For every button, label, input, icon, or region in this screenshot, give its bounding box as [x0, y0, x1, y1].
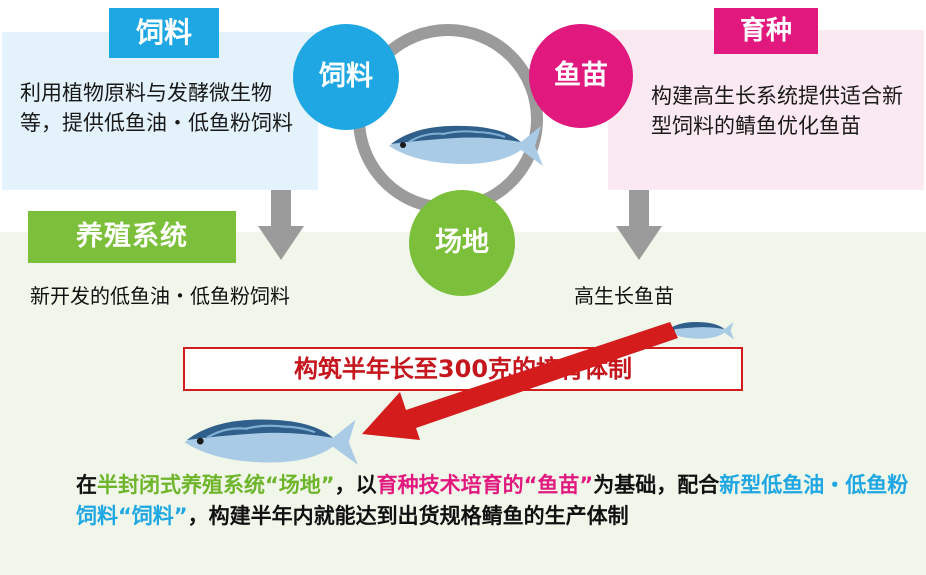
breeding-description: 构建高生长系统提供适合新型饲料的鲭鱼优化鱼苗: [651, 84, 903, 138]
mackerel-icon: [389, 125, 543, 166]
summary-highlight-site: 半封闭式养殖系统“场地”: [97, 473, 335, 497]
cycle-fry-node: 鱼苗: [529, 24, 633, 128]
summary-part-3: 为基础，配合: [593, 473, 720, 497]
feed-panel: [2, 32, 318, 190]
summary-part-2: ，以: [334, 473, 377, 497]
mackerel-icon: [666, 322, 735, 340]
breeding-tag: 育种: [714, 8, 818, 54]
feed-description: 利用植物原料与发酵微生物等，提供低鱼油・低鱼粉饲料: [20, 81, 293, 135]
summary-text: 在半封闭式养殖系统“场地”，以育种技术培育的“鱼苗”为基础，配合新型低鱼油・低鱼…: [76, 470, 916, 532]
summary-part-4: ，构建半年内就能达到出货规格鲭鱼的生产体制: [187, 504, 629, 528]
down-arrow-icon: [616, 190, 662, 260]
breeding-panel: [608, 30, 924, 190]
mackerel-icon: [184, 419, 358, 465]
farming-tag: 养殖系统: [28, 211, 236, 263]
feed-tag: 饲料: [109, 8, 219, 58]
summary-highlight-feed: 新型低鱼油・低鱼粉饲料“饲料”: [76, 473, 909, 528]
red-arrow-icon: [362, 322, 678, 440]
summary-part-1: 在: [76, 473, 97, 497]
summary-highlight-fry: 育种技术培育的“鱼苗”: [376, 473, 594, 497]
growth-banner: 构筑半年长至300克的培育体制: [183, 347, 743, 391]
breeding-result: 高生长鱼苗: [574, 284, 674, 308]
cycle-feed-node: 饲料: [293, 24, 399, 130]
cycle-site-node: 场地: [409, 190, 515, 296]
down-arrow-icon: [258, 190, 304, 260]
feed-result: 新开发的低鱼油・低鱼粉饲料: [30, 284, 290, 308]
